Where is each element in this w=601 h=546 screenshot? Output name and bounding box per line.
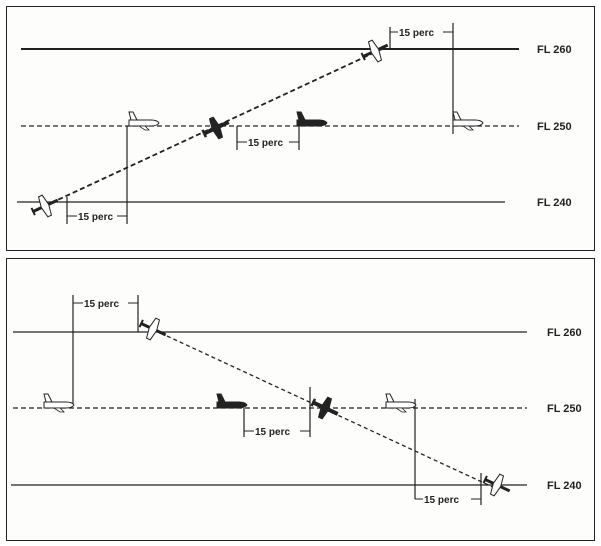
fl-240-label: FL 240	[547, 480, 582, 492]
separation-label-3: 15 perc	[424, 495, 459, 506]
fl-250-label: FL 250	[537, 121, 572, 133]
airplane-icon	[26, 188, 64, 224]
airplane-icon	[216, 393, 248, 409]
airplane-icon	[356, 33, 394, 69]
separation-label-1: 15 perc	[84, 299, 119, 310]
separation-label-2: 15 perc	[248, 138, 283, 149]
fl-240-label: FL 240	[537, 197, 572, 209]
bottom-diagram: FL 260 FL 250 FL 240 15 perc 15 perc 15 …	[11, 295, 582, 506]
top-diagram: FL 260 FL 250 FL 240 15 perc 15 perc 15 …	[17, 23, 572, 224]
separation-label-2: 15 perc	[255, 427, 290, 438]
airplane-icon	[134, 311, 172, 347]
separation-label-3: 15 perc	[399, 28, 434, 39]
airplane-icon	[196, 110, 236, 146]
fl-260-label: FL 260	[537, 44, 572, 56]
airplane-icon	[452, 111, 484, 131]
fl-250-label: FL 250	[547, 403, 582, 415]
fl-260-label: FL 260	[547, 327, 582, 339]
top-diagram-panel: FL 260 FL 250 FL 240 15 perc 15 perc 15 …	[6, 6, 595, 251]
descent-path	[166, 335, 498, 490]
airplane-icon	[128, 111, 160, 131]
airplane-icon	[385, 393, 417, 413]
climb-path	[50, 48, 383, 204]
airplane-icon	[43, 393, 75, 413]
airplane-icon	[296, 111, 328, 127]
bottom-diagram-panel: FL 260 FL 250 FL 240 15 perc 15 perc 15 …	[6, 258, 595, 541]
separation-label-1: 15 perc	[78, 212, 113, 223]
